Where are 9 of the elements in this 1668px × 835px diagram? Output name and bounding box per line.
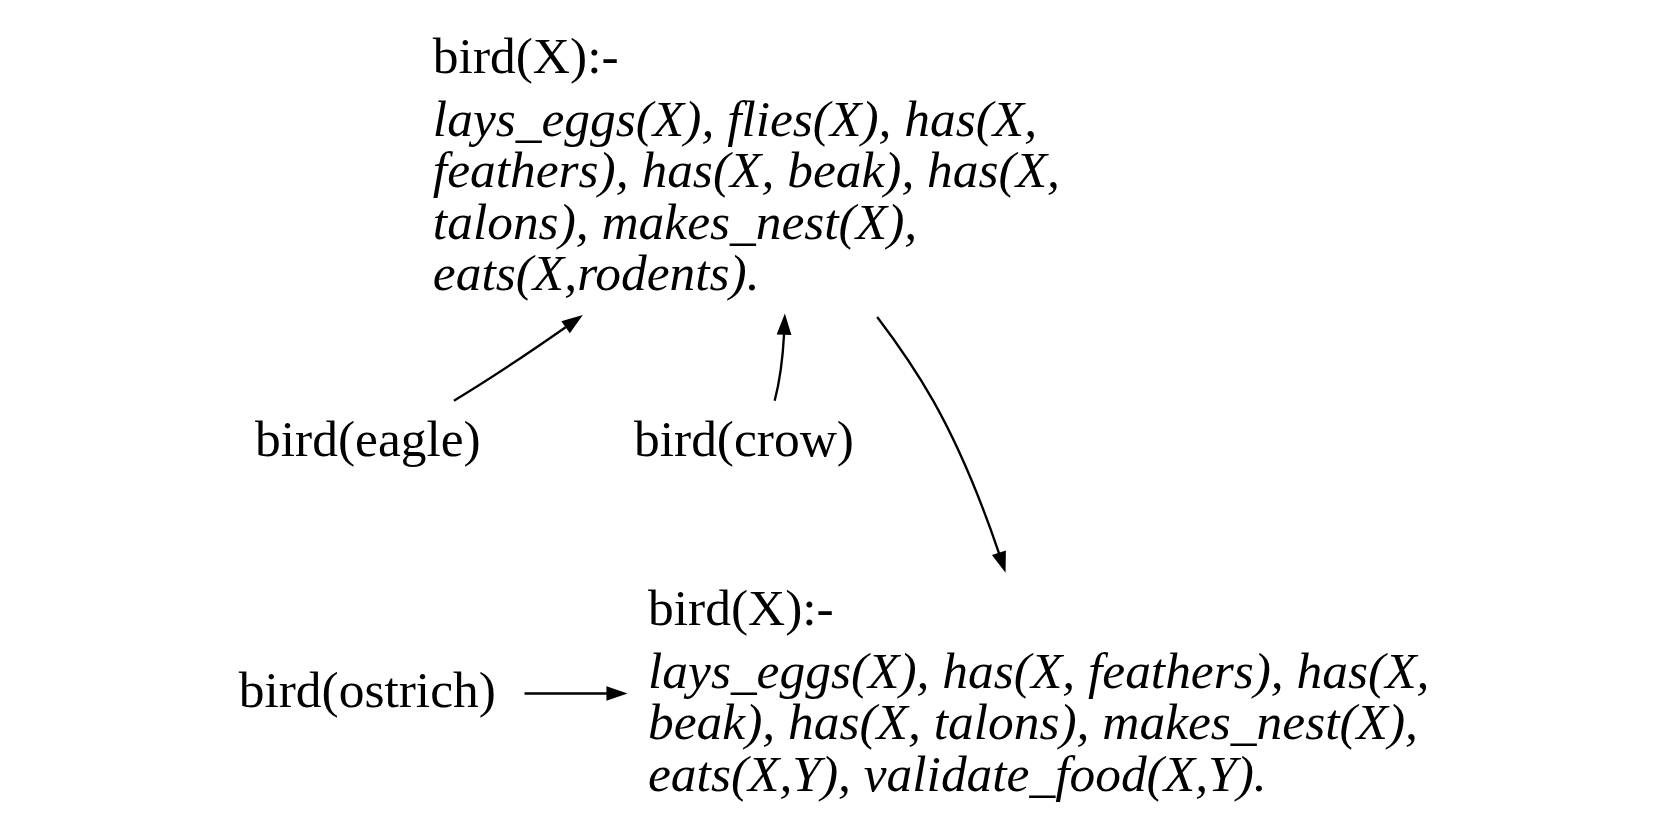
node-text: bird(ostrich) (238, 660, 496, 718)
arrow (453, 315, 583, 402)
arrow (524, 686, 628, 701)
node-text: bird(X):- lays_eggs(X), has(X, feathers), has(X, beak), has(X, talons), makes_nest(X), eats(X,Y), validate_food(X,Y). (648, 578, 1430, 802)
node-text: bird(eagle) (255, 410, 481, 468)
arrow (773, 313, 792, 401)
arrow (876, 316, 1006, 573)
node-text: bird(crow) (634, 410, 854, 468)
node-text: bird(X):- lays_eggs(X), flies(X), has(X, feathers), has(X, beak), has(X, talons), makes_nest(X), eats(X,rodents). (432, 26, 1060, 302)
